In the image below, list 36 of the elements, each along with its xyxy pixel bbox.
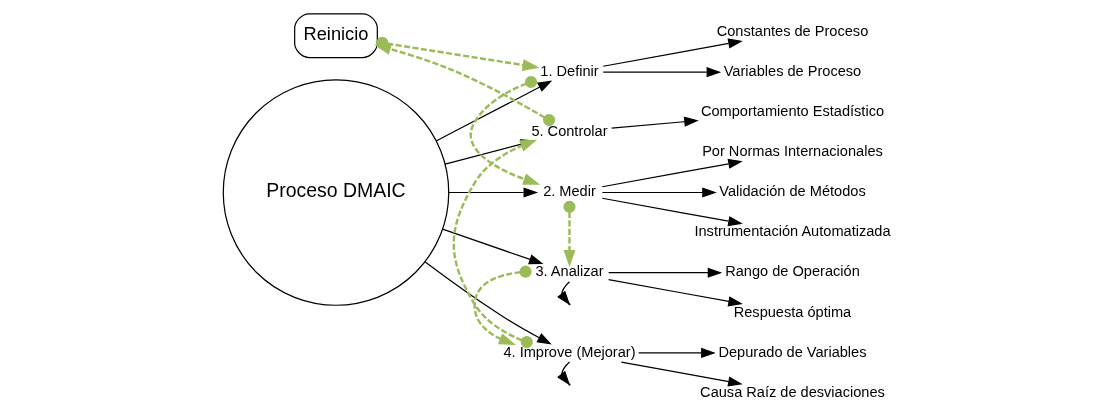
- arrow: [607, 267, 722, 278]
- node-text: 1. Definir: [539, 62, 599, 79]
- node-text: Respuesta óptima: [733, 303, 851, 320]
- node-text: Depurado de Variables: [717, 343, 867, 360]
- node-box: Reinicio: [293, 12, 378, 58]
- arrow: [610, 116, 699, 129]
- arrow: [441, 227, 544, 264]
- arrow: [602, 66, 721, 77]
- arrow: [424, 260, 552, 345]
- arrow: [373, 42, 555, 126]
- node-text: 3. Analizar: [534, 262, 604, 279]
- arrow: [602, 38, 743, 67]
- arrow: [473, 265, 532, 345]
- arrow: [620, 361, 743, 387]
- arrow: [469, 75, 540, 185]
- node-text: Variables de Proceso: [723, 62, 861, 79]
- arrow: [601, 158, 743, 187]
- node-text: Causa Raíz de desviaciones: [699, 383, 885, 400]
- node-text: Por Normas Internacionales: [701, 142, 883, 159]
- arrow: [435, 80, 552, 142]
- node-text: Validación de Métodos: [718, 182, 866, 199]
- arrow: [637, 347, 716, 358]
- node-text: Constantes de Proceso: [716, 22, 868, 39]
- node-text: Comportamiento Estadístico: [700, 102, 884, 119]
- arrow: [607, 278, 743, 306]
- node-text: 5. Controlar: [530, 122, 608, 139]
- arrow: [601, 186, 717, 198]
- node-circle: Proceso DMAIC: [222, 78, 449, 306]
- arrow: [601, 197, 743, 226]
- arrow: [562, 200, 576, 267]
- node-text: Rango de Operación: [724, 262, 860, 279]
- node-text: 4. Improve (Mejorar): [502, 343, 636, 360]
- arrow: [556, 360, 570, 386]
- node-text: 2. Medir: [542, 182, 596, 199]
- arrow: [447, 186, 538, 198]
- node-text: Instrumentación Automatizada: [693, 222, 891, 239]
